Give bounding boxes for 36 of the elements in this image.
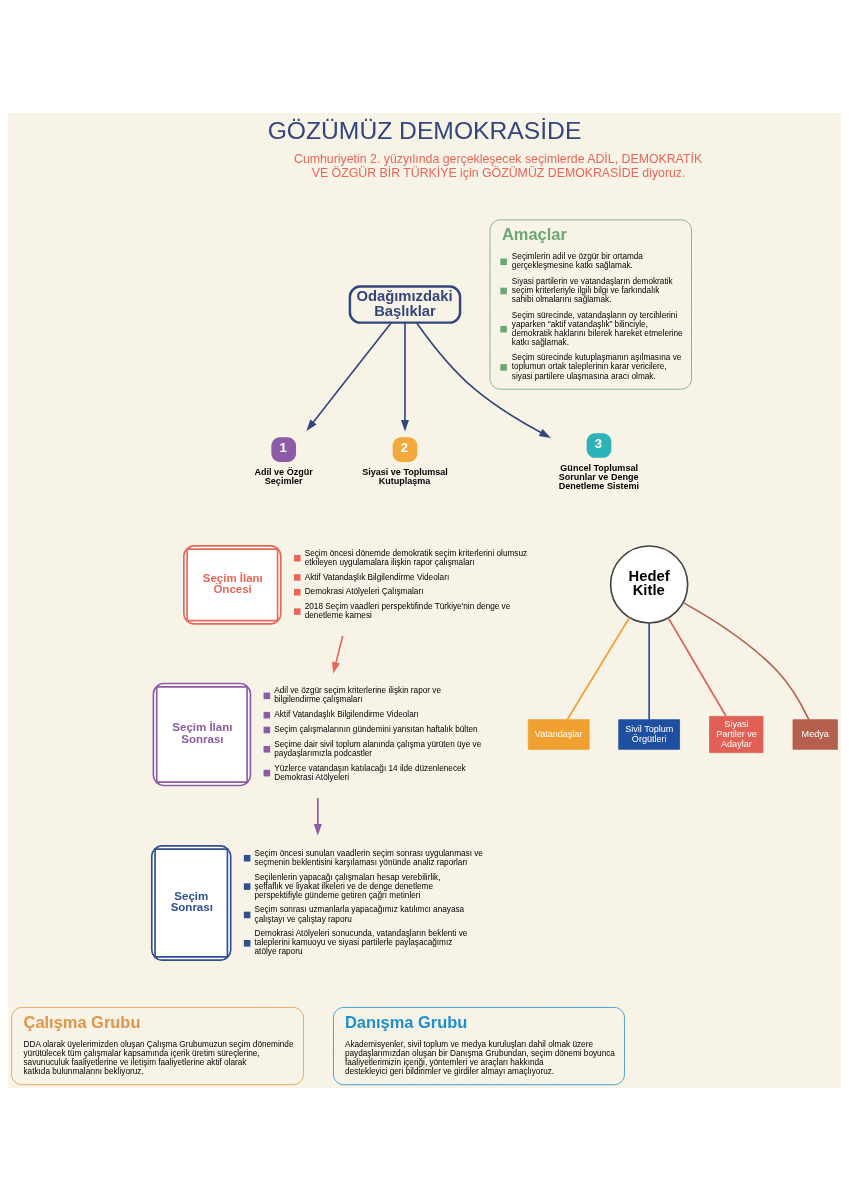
arrow	[313, 796, 322, 835]
node-label: Aktif Vatandaşlık Bilgilendirme Videoları	[274, 709, 419, 719]
arrow	[415, 321, 551, 438]
label: Cumhuriyetin 2. yüzyılında gerçekleşecek seçimlerde ADİL, DEMOKRATİK VE ÖZGÜR BİR TÜRKİYE için GÖZÜMÜZ DEMOKRASİDE diyoruz.	[293, 151, 703, 180]
node-label: Seçim çalışmalarının gündemini yansıtan haftalık bülten	[274, 724, 478, 734]
arrow	[306, 321, 393, 431]
node-box: Odağımızdaki Başlıklar	[348, 284, 462, 324]
node-label: Seçim sonrası uzmanlarla yapacağımız katılımcı anayasa çalıştayı ve çalıştay raporu	[254, 904, 465, 924]
diagram-title: GÖZÜMÜZ DEMOKRASİDE	[267, 116, 582, 144]
node-label: Seçim öncesi dönemde demokratik seçim kriterlerini olumsuz etkileyen uygulamalara ilişkin rapor çalışmaları	[304, 548, 528, 567]
node-label: Adil ve özgür seçim kriterlerine ilişkin rapor ve bilgilendirme çalışmaları	[274, 685, 441, 704]
node-label: Yüzlerce vatandaşın katılacağı 14 ilde düzenlenecek Demokrasi Atölyeleri	[274, 763, 466, 782]
node-box: Vatandaşlar	[527, 718, 590, 750]
node-label: Adil ve Özgür Seçimler	[254, 466, 313, 486]
node-box: Amaçlar Seçimlerin adil ve özgür bir ortamda gerçekleşmesine katkı sağlamak. Siyasi partilerin ve vatandaşların demokratik seçim kriterleriyle ilgili bilgi ve farkındalık sahibi olmalarını sağlamak. Seçim sürecinde, vatandaşların oy tercihlerini yaparken “aktif vatandaşlık” bilinciyle, demokratik haklarını bilerek hareket etmelerine katkı sağlamak. Seçim sürecinde kutuplaşmanın aşılmasına ve toplumun ortak taleplerinin karar vericilere, siyasi partilere ulaşmasına aracı olmak.	[489, 218, 692, 390]
node-label: Güncel Toplumsal Sorunlar ve Denge Denetleme Sistemi	[558, 462, 640, 491]
node-label: Seçilenlerin yapacağı çalışmaları hesap verebilirlik, şeffaflık ve liyakat ilkeleri ve de denge denetleme perspektifiyle gündeme getiren çağrı metinleri	[254, 872, 441, 900]
arrow	[332, 634, 344, 674]
node-box: Danışma Grubu Akademisyenler, sivil toplum ve medya kuruluşları dahil olmak üzere paydaşlarımızdan oluşan bir Danışma Grubundan, seçim dönemi boyunca faaliyetlerimizin içeriği, yöntemleri ve araçları hakkında destekleyici geri bildirimler ve girdiler almayı amaçlıyoruz.	[333, 1006, 625, 1085]
node-label: 2018 Seçim vaadleri perspektifinde Türkiye'nin denge ve denetleme karnesi	[304, 601, 511, 620]
node-box: Sivil Toplum Örgütleri	[618, 718, 680, 750]
connector	[667, 616, 727, 717]
node-label: Aktif Vatandaşlık Bilgilendirme Videoları	[304, 572, 450, 582]
connector	[682, 601, 810, 720]
connector	[566, 616, 631, 720]
node-label: Siyasi ve Toplumsal Kutuplaşma	[362, 466, 448, 486]
node-circle: Hedef Kitle	[609, 544, 689, 624]
node-label: Seçime dair sivil toplum alanında çalışma yürüten üye ve paydaşlarımızla podcastler	[274, 739, 482, 758]
node-box: Siyasi Partiler ve Adaylar	[709, 715, 764, 753]
node-box: Çalışma Grubu DDA olarak üyelerimizden oluşan Çalışma Grubumuzun seçim döneminde yürütülecek tüm çalışmalar kapsamında içerik üretim süreçlerine, savunuculuk faaliyetlerine ve iletişim faaliyetlerine aktif olarak katkıda bulunmalarını bekliyoruz.	[11, 1006, 304, 1085]
node-label: Demokrasi Atölyeleri sonucunda, vatandaşların beklenti ve taleplerini kamuoyu ve siyasi partilerle paylaşacağımız atölye raporu	[254, 928, 468, 956]
node-label: Seçim öncesi sunulan vaadlerin seçim sonrası uygulanması ve seçmenin beklentisini karşılaması yönünde analiz raporları	[254, 848, 483, 867]
node-box: Medya	[792, 718, 838, 750]
arrow	[400, 321, 409, 431]
node-label: Demokrasi Atölyeleri Çalışmaları	[304, 586, 424, 596]
connector	[648, 621, 650, 720]
